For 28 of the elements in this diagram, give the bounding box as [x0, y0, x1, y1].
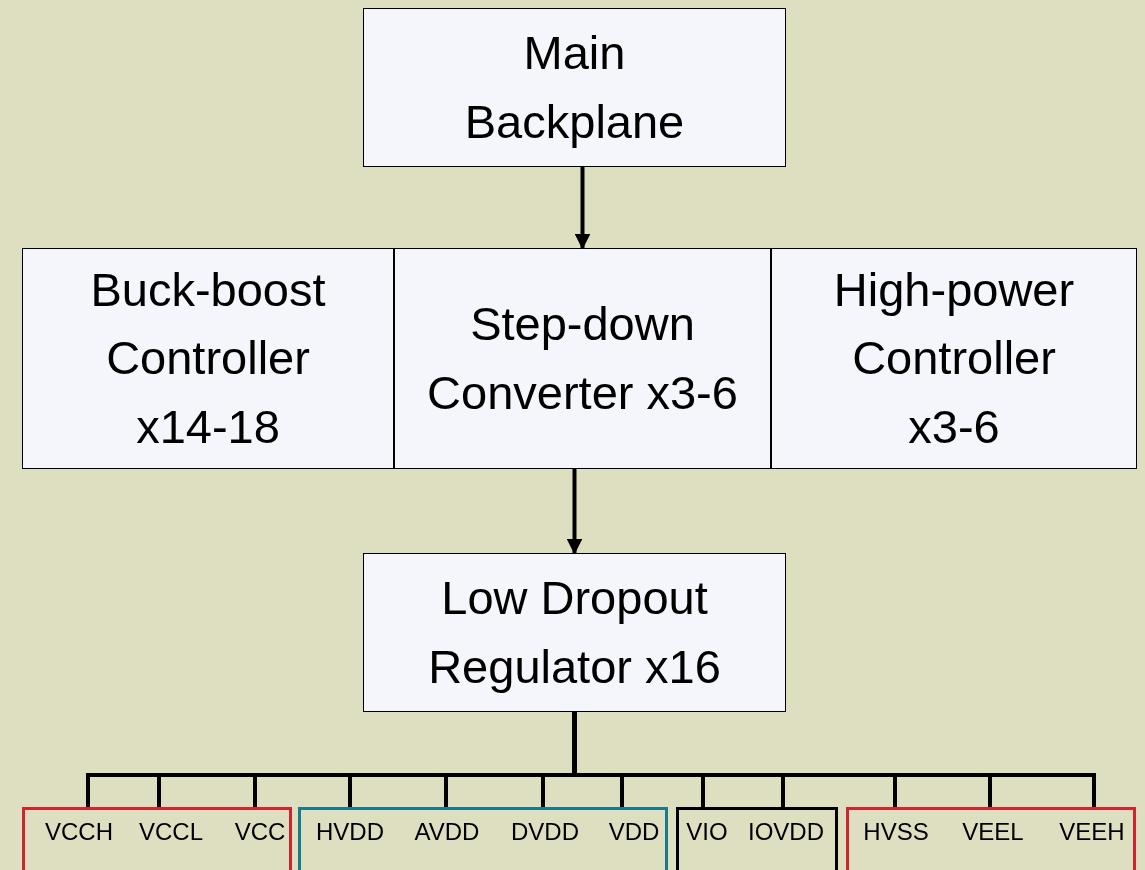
block-box [394, 248, 771, 469]
rail-label: AVDD [414, 818, 480, 847]
rail-group-box [298, 807, 668, 870]
block-box [771, 248, 1137, 469]
block-label: Low Dropout Regulator x16 [427, 570, 722, 695]
block-box [363, 553, 786, 712]
rail-label: HVDD [316, 818, 384, 847]
rail-label: DVDD [511, 818, 579, 847]
block-box [363, 8, 786, 167]
rail-group-box [676, 807, 838, 870]
block-label: Step-down Converter x3-6 [426, 296, 739, 421]
rail-label: IOVDD [748, 818, 824, 847]
rail-group-box [846, 807, 1136, 870]
rail-label: VIO [686, 818, 728, 847]
block-label: Buck-boost Controller x14-18 [89, 262, 327, 455]
rail-label: VCCL [139, 818, 203, 847]
rail-group-box [22, 807, 292, 870]
arrow [574, 167, 591, 250]
block-label: Main Backplane [463, 25, 686, 150]
block-label: High-power Controller x3-6 [832, 262, 1076, 455]
rail-label: VCCH [45, 818, 113, 847]
rail-label: VEEL [962, 818, 1024, 847]
rail-label: HVSS [863, 818, 929, 847]
rail-label: VEEH [1059, 818, 1125, 847]
block-box [22, 248, 394, 469]
rail-label: VDD [608, 818, 660, 847]
rail-label: VCC [234, 818, 286, 847]
arrow [566, 469, 583, 555]
